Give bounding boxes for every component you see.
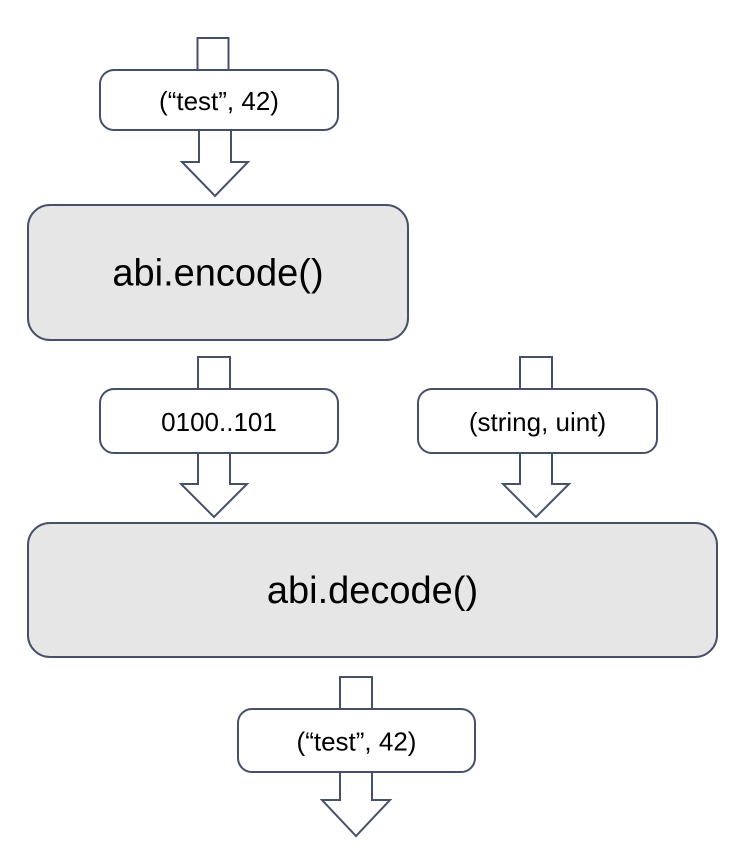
node-encoded-bytes[interactable]: 0100..101: [99, 388, 339, 454]
node-label: abi.encode(): [112, 253, 323, 295]
node-abi-decode[interactable]: abi.decode(): [27, 522, 718, 658]
node-label: (“test”, 42): [159, 86, 279, 116]
data-box: [99, 69, 339, 131]
arrow-stub: [339, 676, 373, 710]
node-label: 0100..101: [161, 407, 277, 437]
node-output-tuple[interactable]: (“test”, 42): [237, 708, 476, 773]
arrow-stub: [196, 37, 230, 71]
data-box: [417, 388, 658, 454]
data-box: [99, 388, 339, 454]
connector-output-exit: [319, 771, 393, 838]
connector-decode-to-output-stub: [339, 676, 373, 710]
down-arrow-icon: [178, 452, 250, 519]
connector-types-stub: [519, 356, 553, 390]
nodes-layer: (“test”, 42) abi.encode() 0100..101 (string…: [27, 69, 718, 773]
connector-entry-stub: [196, 37, 230, 71]
arrow-stub: [519, 356, 553, 390]
process-box: [27, 522, 718, 658]
process-box: [27, 204, 409, 341]
connector-types-to-decode: [500, 452, 572, 519]
node-label: (string, uint): [469, 407, 606, 437]
node-type-signature[interactable]: (string, uint): [417, 388, 658, 454]
connector-input-to-encode: [179, 130, 251, 198]
node-input-tuple[interactable]: (“test”, 42): [99, 69, 339, 131]
node-label: (“test”, 42): [297, 727, 417, 757]
down-arrow-icon: [179, 130, 251, 198]
connector-bytes-to-decode: [178, 452, 250, 519]
connectors-layer: [178, 37, 572, 838]
down-arrow-icon: [319, 771, 393, 838]
node-abi-encode[interactable]: abi.encode(): [27, 204, 409, 341]
data-box: [237, 708, 476, 773]
down-arrow-icon: [500, 452, 572, 519]
connector-encode-to-bytes-stub: [197, 356, 231, 390]
arrow-stub: [197, 356, 231, 390]
node-label: abi.decode(): [267, 570, 478, 612]
